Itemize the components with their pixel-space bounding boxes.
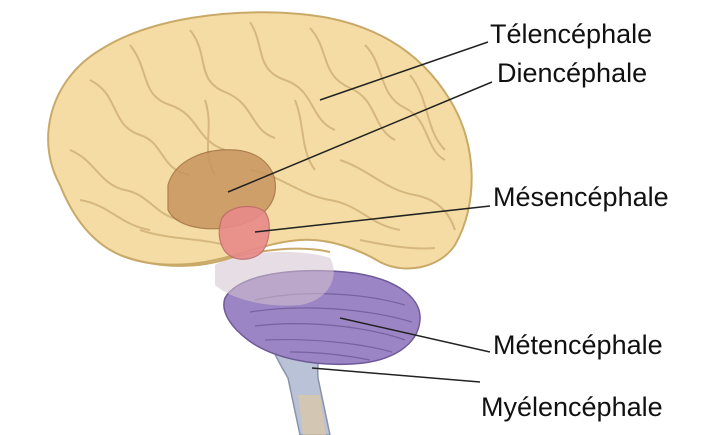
label-metencephale: Métencéphale: [493, 330, 663, 360]
label-diencephale: Diencéphale: [497, 58, 647, 88]
label-mesencephale: Mésencéphale: [493, 182, 669, 212]
mesencephalon-shape: [219, 206, 269, 259]
label-myelencephale: Myélencéphale: [481, 392, 663, 422]
leader-line-myelencephale: [312, 368, 480, 382]
label-telencephale: Télencéphale: [490, 19, 652, 49]
